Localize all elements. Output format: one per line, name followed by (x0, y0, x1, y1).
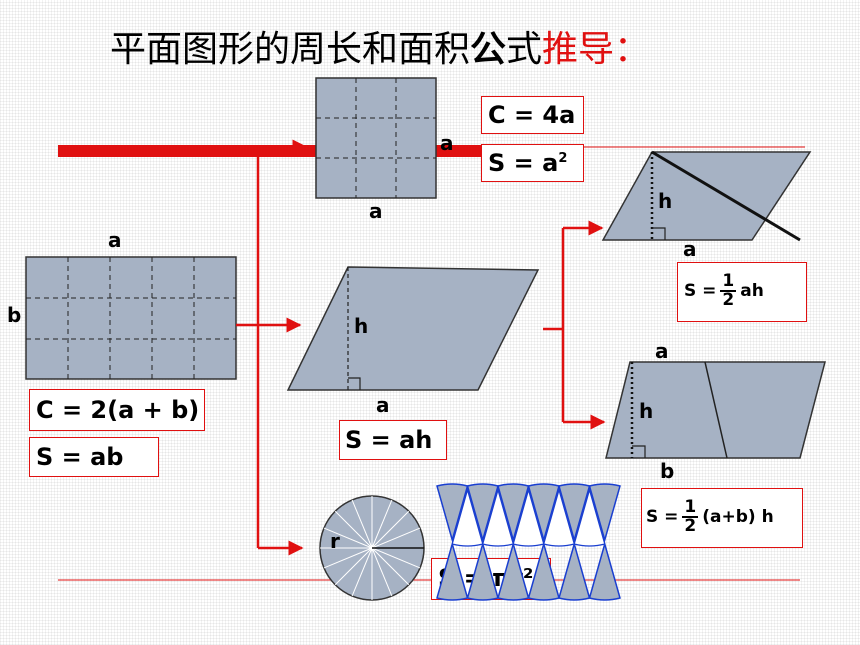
rect-area-text: S = ab (36, 443, 124, 471)
rect-top-label: a (108, 228, 122, 252)
circle-shape (319, 495, 425, 601)
circle-spoke (334, 547, 373, 586)
trapezoid-area-right: (a+b) h (702, 507, 774, 527)
trapezoid-height-label: h (639, 399, 653, 423)
circle-area-text: S = πr² (438, 564, 534, 592)
circle-spoke (334, 510, 373, 549)
parallelogram-area-formula: S = ah (339, 420, 447, 460)
circle-spoke (351, 547, 373, 597)
square-perimeter-text: C = 4a (488, 101, 576, 129)
triangle-base-label: a (683, 237, 697, 261)
triangle-area-left: S = (684, 281, 717, 301)
rect-perimeter-text: C = 2(a + b) (36, 396, 200, 424)
rectangle-shape (25, 256, 237, 380)
circle-spoke (371, 547, 410, 586)
square-area-formula: S = a2 (481, 144, 584, 182)
triangle-height-label: h (658, 189, 672, 213)
trapezoid-fraction-den: 2 (684, 516, 697, 536)
circle-spoke (371, 547, 421, 569)
parallelogram-base-label: a (376, 393, 390, 417)
circle-spoke (323, 547, 373, 569)
square-perimeter-formula: C = 4a (481, 96, 584, 134)
square-side-label: a (440, 131, 454, 155)
circle-spoke (371, 547, 393, 597)
title-text: 平面图形的周长和面积 (110, 29, 471, 70)
circle-spoke (323, 527, 373, 549)
square-shape (315, 77, 437, 199)
trapezoid-top-label: a (655, 339, 669, 363)
connector-lines (236, 139, 606, 556)
parallelogram-shape (286, 266, 540, 391)
sector-rearrangement (436, 483, 621, 547)
circle-spoke (351, 499, 373, 549)
square-area-exponent: 2 (558, 151, 568, 166)
rect-area-formula: S = ab (29, 437, 159, 477)
triangle-parallelogram-shape (601, 150, 812, 242)
rect-perimeter-formula: C = 2(a + b) (29, 389, 205, 431)
trapezoid-bottom-label: b (660, 459, 674, 483)
square-area-text: S = a (488, 149, 559, 177)
triangle-fraction-num: 1 (720, 271, 737, 292)
parallelogram-area-text: S = ah (345, 426, 433, 454)
title-char: 式 (506, 29, 543, 70)
parallelogram-height-label: h (354, 314, 368, 338)
circle-spoke (371, 527, 421, 549)
circle-radius-label: r (330, 529, 340, 553)
trapezoid-fraction-num: 1 (682, 497, 699, 518)
circle-spoke (371, 499, 393, 549)
trapezoid-area-left: S = (646, 507, 679, 527)
circle-area-formula: S = πr² (431, 558, 551, 600)
rect-side-label: b (7, 303, 21, 327)
triangle-fraction-den: 2 (722, 290, 735, 310)
circle-sector-top (588, 483, 621, 543)
square-bottom-label: a (369, 199, 383, 223)
title-bold-char: 公 (470, 28, 507, 70)
trapezoid-shape (605, 361, 826, 459)
circle-spoke (371, 510, 410, 549)
title-red-text: 推导： (542, 29, 651, 70)
triangle-area-right: ah (740, 281, 764, 301)
page-title: 平面图形的周长和面积公式推导： (110, 20, 650, 72)
